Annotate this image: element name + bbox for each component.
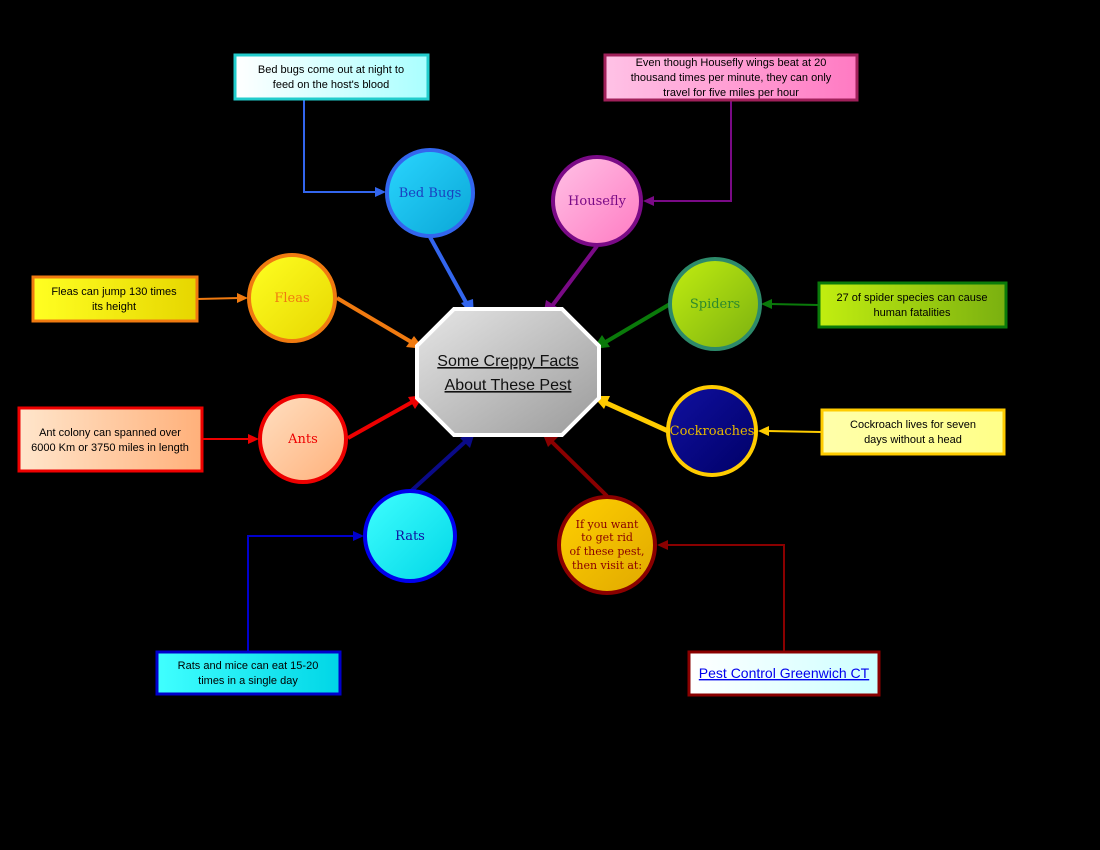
- node-bedbugs-label: Bed Bugs: [399, 186, 462, 201]
- bedbugs-fact-connector: [303, 99, 386, 197]
- pest-control-link[interactable]: Pest Control Greenwich CT: [699, 665, 870, 681]
- fact-ants-line2: 6000 Km or 3750 miles in length: [31, 442, 189, 454]
- node-getrid-line4: then visit at:: [572, 559, 642, 572]
- node-bedbugs: Bed Bugs: [385, 148, 475, 238]
- fact-bedbugs-line2: feed on the host's blood: [273, 79, 389, 91]
- ants-to-center-connector: [347, 395, 424, 440]
- fact-spiders-line1: 27 of spider species can cause: [836, 292, 987, 304]
- fact-box-bedbugs: Bed bugs come out at night to feed on th…: [233, 53, 430, 101]
- node-fleas: Fleas: [247, 253, 337, 343]
- fact-housefly-line3: travel for five miles per hour: [663, 87, 799, 99]
- fact-box-fleas: Fleas can jump 130 times its height: [31, 275, 199, 323]
- getrid-to-center-connector: [542, 432, 609, 498]
- node-housefly: Housefly: [551, 155, 643, 247]
- node-getrid: If you want to get rid of these pest, th…: [557, 495, 657, 595]
- node-getrid-line1: If you want: [576, 518, 639, 531]
- node-rats: Rats: [363, 489, 457, 583]
- fact-fleas-line1: Fleas can jump 130 times: [51, 286, 177, 298]
- fact-cockroaches-line1: Cockroach lives for seven: [850, 419, 976, 431]
- housefly-fact-connector: [643, 100, 732, 206]
- fact-housefly-line2: thousand times per minute, they can only: [631, 72, 832, 84]
- fleas-fact-connector: [196, 293, 248, 303]
- fact-box-rats: Rats and mice can eat 15-20 times in a s…: [155, 650, 342, 696]
- fact-box-housefly: Even though Housefly wings beat at 20 th…: [603, 53, 859, 102]
- pest-control-link-box[interactable]: Pest Control Greenwich CT: [687, 650, 881, 697]
- rats-fact-connector: [247, 531, 364, 651]
- link-connector: [657, 540, 785, 652]
- node-ants-label: Ants: [287, 432, 318, 447]
- fact-box-cockroaches: Cockroach lives for seven days without a…: [820, 408, 1006, 456]
- cockroaches-to-center-connector: [593, 396, 670, 434]
- fact-rats-line2: times in a single day: [198, 675, 298, 687]
- node-cockroaches: Cockroaches: [666, 385, 758, 477]
- bedbugs-to-center-connector: [428, 236, 474, 317]
- node-getrid-line3: of these pest,: [570, 545, 645, 558]
- node-ants: Ants: [258, 394, 348, 484]
- fact-bedbugs-line1: Bed bugs come out at night to: [258, 64, 404, 76]
- center-title-line2: About These Pest: [445, 377, 572, 394]
- fact-rats-line1: Rats and mice can eat 15-20: [178, 660, 319, 672]
- rats-to-center-connector: [408, 432, 475, 494]
- node-spiders: Spiders: [668, 257, 762, 351]
- node-fleas-label: Fleas: [274, 291, 309, 306]
- node-housefly-label: Housefly: [568, 194, 627, 209]
- fact-fleas-line2: its height: [92, 301, 136, 313]
- ants-fact-connector: [202, 434, 259, 444]
- spiders-to-center-connector: [593, 302, 672, 349]
- center-title-line1: Some Creppy Facts: [437, 353, 578, 370]
- node-spiders-label: Spiders: [690, 297, 740, 312]
- fact-box-spiders: 27 of spider species can cause human fat…: [817, 281, 1008, 329]
- fact-cockroaches-line2: days without a head: [864, 434, 962, 446]
- fact-box-ants: Ant colony can spanned over 6000 Km or 3…: [17, 406, 204, 473]
- node-getrid-line2: to get rid: [581, 531, 633, 544]
- housefly-to-center-connector: [543, 244, 599, 317]
- fact-housefly-line1: Even though Housefly wings beat at 20: [636, 57, 827, 69]
- fact-ants-line1: Ant colony can spanned over: [39, 427, 181, 439]
- fleas-to-center-connector: [335, 296, 424, 349]
- node-rats-label: Rats: [395, 529, 425, 544]
- cockroaches-fact-connector: [758, 426, 822, 436]
- fact-spiders-line2: human fatalities: [873, 307, 951, 319]
- spiders-fact-connector: [761, 299, 819, 309]
- center-node: Some Creppy Facts About These Pest: [415, 307, 601, 437]
- node-cockroaches-label: Cockroaches: [670, 424, 755, 439]
